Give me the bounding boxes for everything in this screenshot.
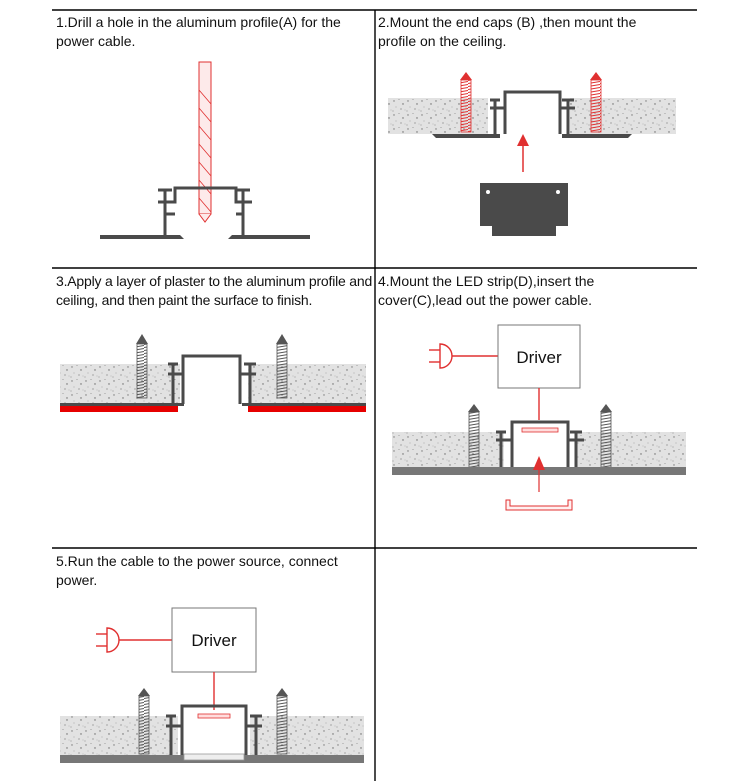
paint-layer-left bbox=[60, 406, 178, 412]
ceiling-right bbox=[570, 98, 676, 134]
step-2-illustration bbox=[388, 72, 676, 236]
step-1-caption: 1.Drill a hole in the aluminum profile(A… bbox=[56, 14, 341, 49]
step-4-caption: 4.Mount the LED strip(D),insert the cove… bbox=[378, 273, 595, 308]
led-strip bbox=[521, 427, 559, 433]
step-1-illustration bbox=[100, 61, 310, 239]
screw-right bbox=[590, 72, 602, 133]
step-4-illustration: Driver bbox=[392, 324, 686, 511]
screw-right bbox=[276, 688, 288, 755]
arrow-up bbox=[517, 134, 529, 146]
flange-right bbox=[228, 235, 310, 239]
screw-right bbox=[276, 334, 288, 399]
step-5-illustration: Driver bbox=[60, 607, 364, 763]
aluminum-profile bbox=[158, 186, 252, 236]
screw-left bbox=[136, 334, 148, 399]
arrow-up bbox=[533, 456, 545, 470]
step-2-caption: 2.Mount the end caps (B) ,then mount the… bbox=[378, 14, 637, 49]
driver-label: Driver bbox=[191, 631, 237, 650]
screw-left bbox=[468, 404, 480, 469]
ceiling-left bbox=[388, 98, 488, 134]
power-plug-icon bbox=[96, 627, 172, 653]
cover bbox=[183, 753, 245, 761]
driver-box bbox=[171, 607, 257, 673]
grid-lines bbox=[52, 9, 697, 781]
driver-box bbox=[497, 324, 581, 389]
end-cap bbox=[480, 183, 568, 236]
step-5-caption: 5.Run the cable to the power source, con… bbox=[56, 553, 338, 588]
driver-label: Driver bbox=[516, 348, 562, 367]
flange-left bbox=[100, 235, 184, 239]
step-3-caption: 3.Apply a layer of plaster to the alumin… bbox=[56, 273, 373, 308]
screw-left bbox=[460, 72, 472, 133]
led-strip bbox=[197, 713, 231, 719]
screw-right bbox=[600, 404, 612, 469]
power-plug-icon bbox=[429, 343, 498, 369]
screw-left bbox=[138, 688, 150, 755]
paint-layer-right bbox=[248, 406, 366, 412]
step-3-illustration bbox=[60, 334, 366, 412]
cover bbox=[505, 499, 573, 511]
